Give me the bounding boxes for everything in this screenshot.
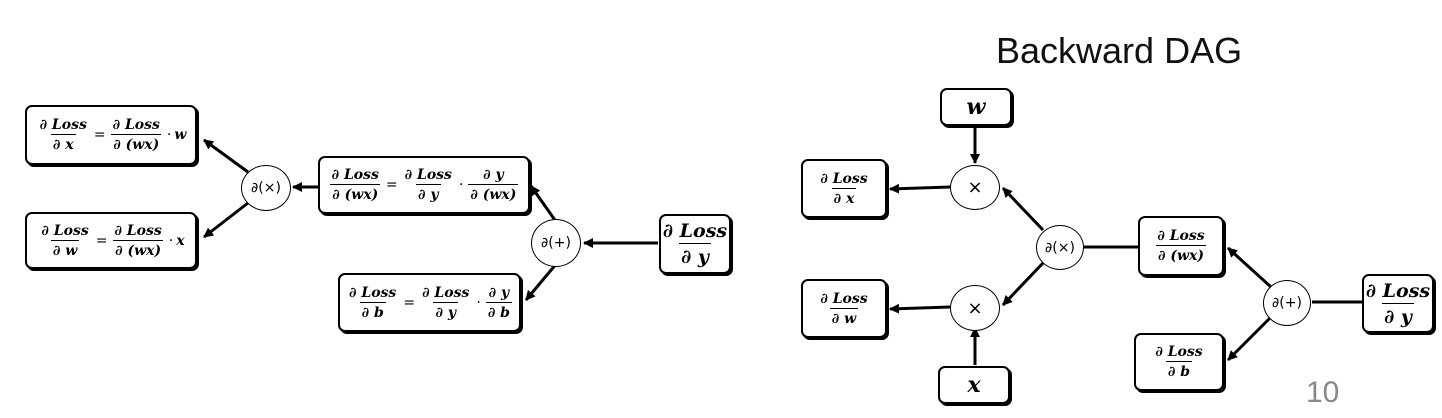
eq-db-lhs-den: ∂ b	[359, 301, 386, 321]
edge-dadd-to-db	[1226, 315, 1273, 362]
out-right-num: ∂ Loss	[1365, 279, 1431, 302]
node-dadd-right: ∂(+)	[1263, 280, 1311, 326]
edge-multop-to-dx	[889, 183, 951, 194]
edge-dmul-to-mulbot	[1001, 261, 1045, 307]
eq-dw-lhs-den: ∂ w	[50, 239, 80, 259]
node-mul-top: ×	[950, 165, 1000, 210]
input-w-box: w	[940, 88, 1012, 126]
eq-dwx-b-den: ∂ (wx)	[468, 184, 519, 203]
grad-dwx-box: ∂ Loss∂ (wx)	[1138, 216, 1224, 276]
out-right-den: ∂ y	[1382, 302, 1414, 328]
input-x-box: x	[938, 366, 1010, 404]
eq-db-lhs-num: ∂ Loss	[349, 284, 397, 301]
grad-dw-num: ∂ Loss	[820, 290, 868, 307]
eq-dloss-dw-box: ∂ Loss∂ w = ∂ Loss∂ (wx) · x	[25, 212, 197, 269]
eq-dwx-a-num: ∂ Loss	[404, 167, 452, 183]
page-number: 10	[1306, 376, 1340, 409]
eq-db-b-num: ∂ y	[488, 284, 510, 301]
node-dmul-left: ∂(×)	[241, 165, 291, 211]
grad-dx-den: ∂ x	[831, 187, 857, 207]
eq-dloss-dwx-box: ∂ Loss∂ (wx) = ∂ Loss∂ y · ∂ y∂ (wx)	[318, 156, 530, 214]
out-left-num: ∂ Loss	[662, 220, 728, 242]
out-dloss-dy-right: ∂ Loss∂ y	[1362, 274, 1434, 333]
grad-dx-num: ∂ Loss	[820, 170, 868, 187]
out-left-den: ∂ y	[679, 243, 711, 268]
edge-mulbot-to-dw	[889, 303, 951, 314]
node-dadd-left: ∂(+)	[531, 219, 581, 267]
eq-dx-mult: w	[174, 127, 187, 143]
slide-title: Backward DAG	[996, 30, 1243, 71]
out-dloss-dy-left: ∂ Loss∂ y	[659, 214, 731, 274]
input-w-label: w	[966, 94, 986, 120]
eq-dw-mult: x	[176, 232, 185, 249]
eq-dloss-db-box: ∂ Loss∂ b = ∂ Loss∂ y · ∂ y∂ b	[338, 273, 521, 332]
eq-dx-rhs-num: ∂ Loss	[112, 117, 160, 133]
grad-dx-box: ∂ Loss∂ x	[801, 159, 887, 218]
eq-dx-lhs-num: ∂ Loss	[39, 117, 87, 133]
eq-dwx-b-num: ∂ y	[483, 167, 504, 183]
edge-add-to-db	[524, 262, 559, 301]
edge-mul-to-dx	[203, 138, 249, 174]
edge-dmul-to-multop	[1001, 186, 1045, 232]
eq-dloss-dx-box: ∂ Loss∂ x = ∂ Loss∂ (wx) · w	[25, 105, 197, 165]
eq-dwx-lhs-num: ∂ Loss	[331, 167, 379, 183]
eq-dwx-a-den: ∂ y	[416, 184, 441, 203]
eq-dwx-lhs-den: ∂ (wx)	[330, 184, 381, 203]
node-mul-bottom: ×	[950, 285, 1000, 331]
edge-mul-to-dw	[203, 201, 249, 239]
grad-dw-den: ∂ w	[829, 307, 859, 327]
grad-dwx-num: ∂ Loss	[1157, 228, 1205, 244]
eq-dw-rhs-den: ∂ (wx)	[113, 239, 164, 259]
grad-db-num: ∂ Loss	[1155, 344, 1203, 360]
eq-db-a-num: ∂ Loss	[422, 284, 470, 301]
eq-dx-lhs-den: ∂ x	[50, 134, 76, 153]
grad-db-den: ∂ b	[1165, 361, 1193, 380]
eq-dx-rhs-den: ∂ (wx)	[111, 134, 162, 153]
edge-add-to-dwx	[529, 185, 559, 224]
edge-dadd-to-dwx	[1226, 246, 1273, 289]
grad-db-box: ∂ Loss∂ b	[1134, 333, 1224, 391]
grad-dw-box: ∂ Loss∂ w	[801, 279, 887, 338]
eq-dw-lhs-num: ∂ Loss	[41, 222, 89, 239]
eq-dw-rhs-num: ∂ Loss	[114, 222, 162, 239]
eq-db-a-den: ∂ y	[433, 301, 458, 321]
grad-dwx-den: ∂ (wx)	[1156, 245, 1206, 264]
eq-db-b-den: ∂ b	[485, 301, 512, 321]
input-x-label: x	[967, 372, 981, 398]
node-dmul-right: ∂(×)	[1036, 225, 1084, 270]
